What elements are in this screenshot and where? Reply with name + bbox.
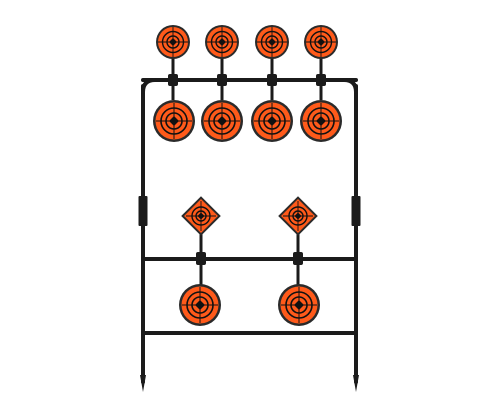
round-spinner-target-icon xyxy=(178,283,222,327)
steel-frame xyxy=(138,78,361,384)
lower-spinner-stems xyxy=(199,226,300,285)
round-spinner-target-icon xyxy=(250,99,294,143)
lower-pivot-hubs xyxy=(196,252,303,265)
top-target-row xyxy=(155,24,339,60)
round-spinner-target-icon xyxy=(152,99,196,143)
round-spinner-target-icon xyxy=(204,24,240,60)
round-spinner-target-icon xyxy=(303,24,339,60)
right-stake-tip xyxy=(353,375,359,392)
upper-pivot-hubs xyxy=(168,74,326,86)
round-spinner-target-icon xyxy=(277,283,321,327)
round-spinner-target-icon xyxy=(299,99,343,143)
diamond-spinner-target-icon xyxy=(180,195,222,237)
diamond-target-row xyxy=(180,195,319,237)
lower-large-target-row xyxy=(178,283,321,327)
round-spinner-target-icon xyxy=(155,24,191,60)
round-spinner-target-icon xyxy=(254,24,290,60)
round-spinner-target-icon xyxy=(200,99,244,143)
upper-large-target-row xyxy=(152,99,343,143)
left-stake-tip xyxy=(140,375,146,392)
diamond-spinner-target-icon xyxy=(277,195,319,237)
